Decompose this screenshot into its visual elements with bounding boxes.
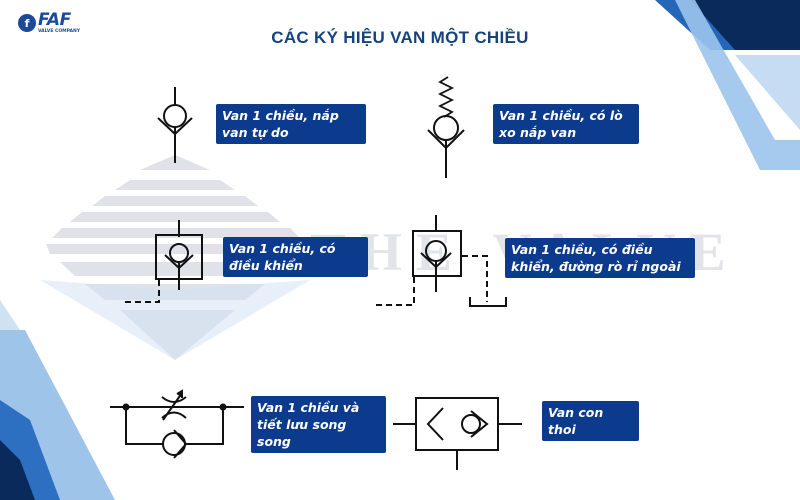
shuttle-valve-symbol	[393, 397, 522, 470]
pilot-check-valve-symbol	[122, 220, 203, 303]
page-title: CÁC KÝ HIỆU VAN MỘT CHIỀU	[271, 28, 529, 47]
brand-logo: f FAF VALVE COMPANY	[18, 12, 80, 35]
label-spring-check-valve: Van 1 chiều, có lò xo nắp van	[493, 104, 639, 144]
label-pilot-check-valve-drain: Van 1 chiều, có điều khiển, đường rò rỉ …	[505, 238, 695, 278]
free-check-valve-symbol	[157, 87, 193, 163]
label-free-check-valve: Van 1 chiều, nắp van tự do	[216, 104, 366, 144]
pilot-check-valve-drain-symbol	[375, 215, 507, 307]
logo-mark-icon: f	[18, 14, 36, 33]
label-shuttle-valve: Van con thoi	[542, 401, 639, 441]
label-check-throttle-parallel: Van 1 chiều và tiết lưu song song	[251, 396, 386, 453]
label-pilot-check-valve: Van 1 chiều, có điều khiển	[223, 237, 368, 277]
logo-name: FAF	[38, 10, 71, 30]
spring-check-valve-symbol	[427, 76, 465, 178]
logo-subtitle: VALVE COMPANY	[38, 29, 81, 34]
check-throttle-parallel-symbol	[110, 389, 244, 459]
